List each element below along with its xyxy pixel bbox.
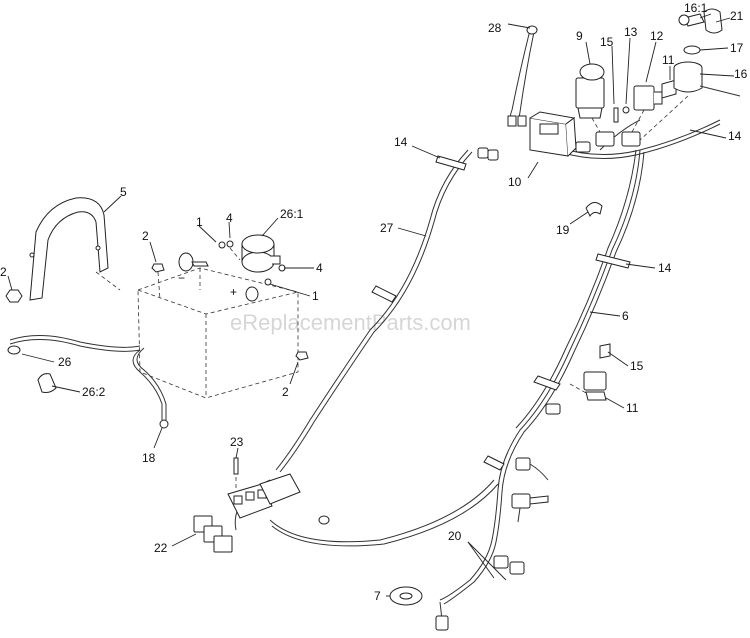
pto-switch[interactable]: [575, 63, 605, 119]
wire-loop-28[interactable]: [507, 25, 538, 127]
lower-connector[interactable]: [435, 615, 449, 631]
callout-14: 14: [394, 135, 408, 149]
ignition-key[interactable]: [678, 13, 705, 27]
callout-26-2: 26:2: [82, 385, 106, 399]
positive-battery-cable[interactable]: [132, 347, 169, 429]
callout-2: 2: [0, 265, 7, 279]
callout-1: 1: [196, 215, 203, 229]
cable-tie[interactable]: [435, 155, 467, 171]
callout-26: 26: [58, 355, 72, 369]
switch-12[interactable]: [633, 85, 663, 111]
battery-positive-terminal[interactable]: [245, 286, 259, 302]
callout-26-1: 26:1: [280, 207, 304, 221]
battery-minus-sign: −: [178, 271, 185, 285]
washer-13[interactable]: [622, 106, 630, 114]
clip-19[interactable]: [585, 202, 603, 217]
callout-4: 4: [226, 211, 233, 225]
callout-18: 18: [142, 451, 156, 465]
guide-line: [591, 117, 601, 133]
guide-line: [229, 247, 241, 261]
cable-tie[interactable]: [595, 253, 631, 269]
callout-27: 27: [380, 221, 394, 235]
leader-lines: [7, 13, 735, 597]
cable-terminal-boot[interactable]: [37, 373, 57, 393]
callout-14: 14: [658, 261, 672, 275]
callout-28: 28: [488, 21, 502, 35]
callout-10: 10: [508, 175, 522, 189]
callout-14: 14: [728, 129, 742, 143]
inline-connector[interactable]: [515, 457, 549, 481]
seat-switch-15[interactable]: [599, 343, 611, 359]
harness-connector[interactable]: [477, 147, 499, 161]
callout-16: 16: [734, 67, 748, 81]
callout-19: 19: [556, 223, 570, 237]
callout-7: 7: [374, 589, 381, 603]
terminal-boot[interactable]: [241, 234, 281, 273]
callout-20: 20: [448, 529, 462, 543]
callout-13: 13: [624, 25, 638, 39]
callout-17: 17: [730, 41, 744, 55]
diode-connector[interactable]: [511, 493, 549, 523]
callout-2: 2: [282, 385, 289, 399]
cable-tie[interactable]: [371, 285, 397, 303]
callout-15: 15: [630, 359, 644, 373]
callout-22: 22: [154, 541, 168, 555]
callout-1: 1: [312, 289, 319, 303]
callout-9: 9: [576, 29, 583, 43]
grommet-7[interactable]: [389, 586, 423, 606]
left-wire-harness[interactable]: [234, 149, 473, 531]
callout-12: 12: [650, 29, 664, 43]
switch-11-lower[interactable]: [583, 371, 607, 401]
harness-connectors-upper[interactable]: [575, 131, 641, 153]
callout-6: 6: [622, 309, 629, 323]
guide-line: [569, 383, 589, 395]
callout-4: 4: [316, 261, 323, 275]
screw-15[interactable]: [613, 107, 619, 123]
relays-22[interactable]: [193, 515, 233, 553]
battery-cable[interactable]: [7, 334, 141, 355]
ignition-switch[interactable]: [673, 61, 741, 97]
screw-23[interactable]: [233, 457, 239, 475]
fuse-block[interactable]: [227, 473, 301, 519]
callout-16-1: 16:1: [684, 1, 708, 15]
callout-11: 11: [662, 53, 675, 67]
callout-11: 11: [626, 401, 639, 415]
guide-line: [157, 271, 161, 301]
guide-line: [639, 95, 689, 141]
bolts-battery[interactable]: [151, 240, 309, 361]
cable-tie[interactable]: [483, 455, 505, 471]
guide-line: [95, 271, 121, 291]
ignition-nut-17[interactable]: [683, 45, 701, 55]
connectors-20[interactable]: [493, 555, 525, 575]
battery-plus-sign: +: [230, 285, 237, 299]
callout-15: 15: [600, 35, 614, 49]
callout-5: 5: [120, 185, 127, 199]
cable-tie[interactable]: [533, 375, 561, 391]
battery-bracket[interactable]: [29, 197, 109, 301]
callout-23: 23: [230, 435, 244, 449]
callout-2: 2: [142, 229, 149, 243]
watermark: eReplacementParts.com: [230, 310, 471, 335]
callout-21: 21: [730, 9, 744, 23]
ring-terminal[interactable]: [318, 515, 330, 525]
switch-bracket-11[interactable]: [661, 79, 677, 99]
bracket-nut[interactable]: [5, 289, 23, 303]
battery-negative-terminal[interactable]: [178, 252, 209, 272]
relay-connector-mid[interactable]: [545, 403, 561, 415]
hour-meter-10[interactable]: [529, 111, 577, 157]
wire-harness[interactable]: [269, 149, 645, 621]
